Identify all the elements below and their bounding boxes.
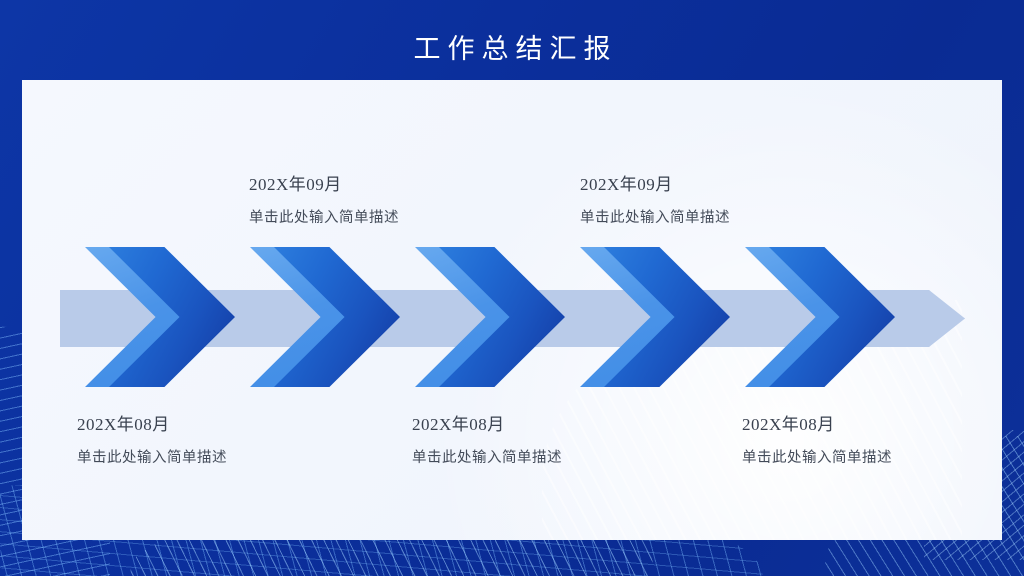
timeline-label-5[interactable]: 202X年08月 单击此处输入简单描述: [742, 410, 892, 467]
timeline-date-1: 202X年08月: [77, 415, 170, 434]
timeline-date-3: 202X年08月: [412, 415, 505, 434]
timeline-date-5: 202X年08月: [742, 415, 835, 434]
timeline-label-4[interactable]: 202X年09月 单击此处输入简单描述: [580, 170, 730, 227]
timeline-label-3[interactable]: 202X年08月 单击此处输入简单描述: [412, 410, 562, 467]
timeline-description-3: 单击此处输入简单描述: [412, 450, 562, 466]
timeline-description-4: 单击此处输入简单描述: [580, 210, 730, 226]
timeline-arrow-1[interactable]: [85, 247, 235, 387]
timeline-description-5: 单击此处输入简单描述: [742, 450, 892, 466]
timeline-label-2[interactable]: 202X年09月 单击此处输入简单描述: [249, 170, 399, 227]
timeline-description-1: 单击此处输入简单描述: [77, 450, 227, 466]
slide-title: 工作总结汇报: [413, 34, 618, 64]
timeline-arrow-3[interactable]: [415, 247, 565, 387]
timeline-description-2: 单击此处输入简单描述: [249, 210, 399, 226]
timeline-date-4: 202X年09月: [580, 175, 673, 194]
timeline-arrow-5[interactable]: [745, 247, 895, 387]
timeline-arrow-4[interactable]: [580, 247, 730, 387]
timeline-arrow-2[interactable]: [250, 247, 400, 387]
timeline-label-1[interactable]: 202X年08月 单击此处输入简单描述: [77, 410, 227, 467]
timeline-date-2: 202X年09月: [249, 175, 342, 194]
